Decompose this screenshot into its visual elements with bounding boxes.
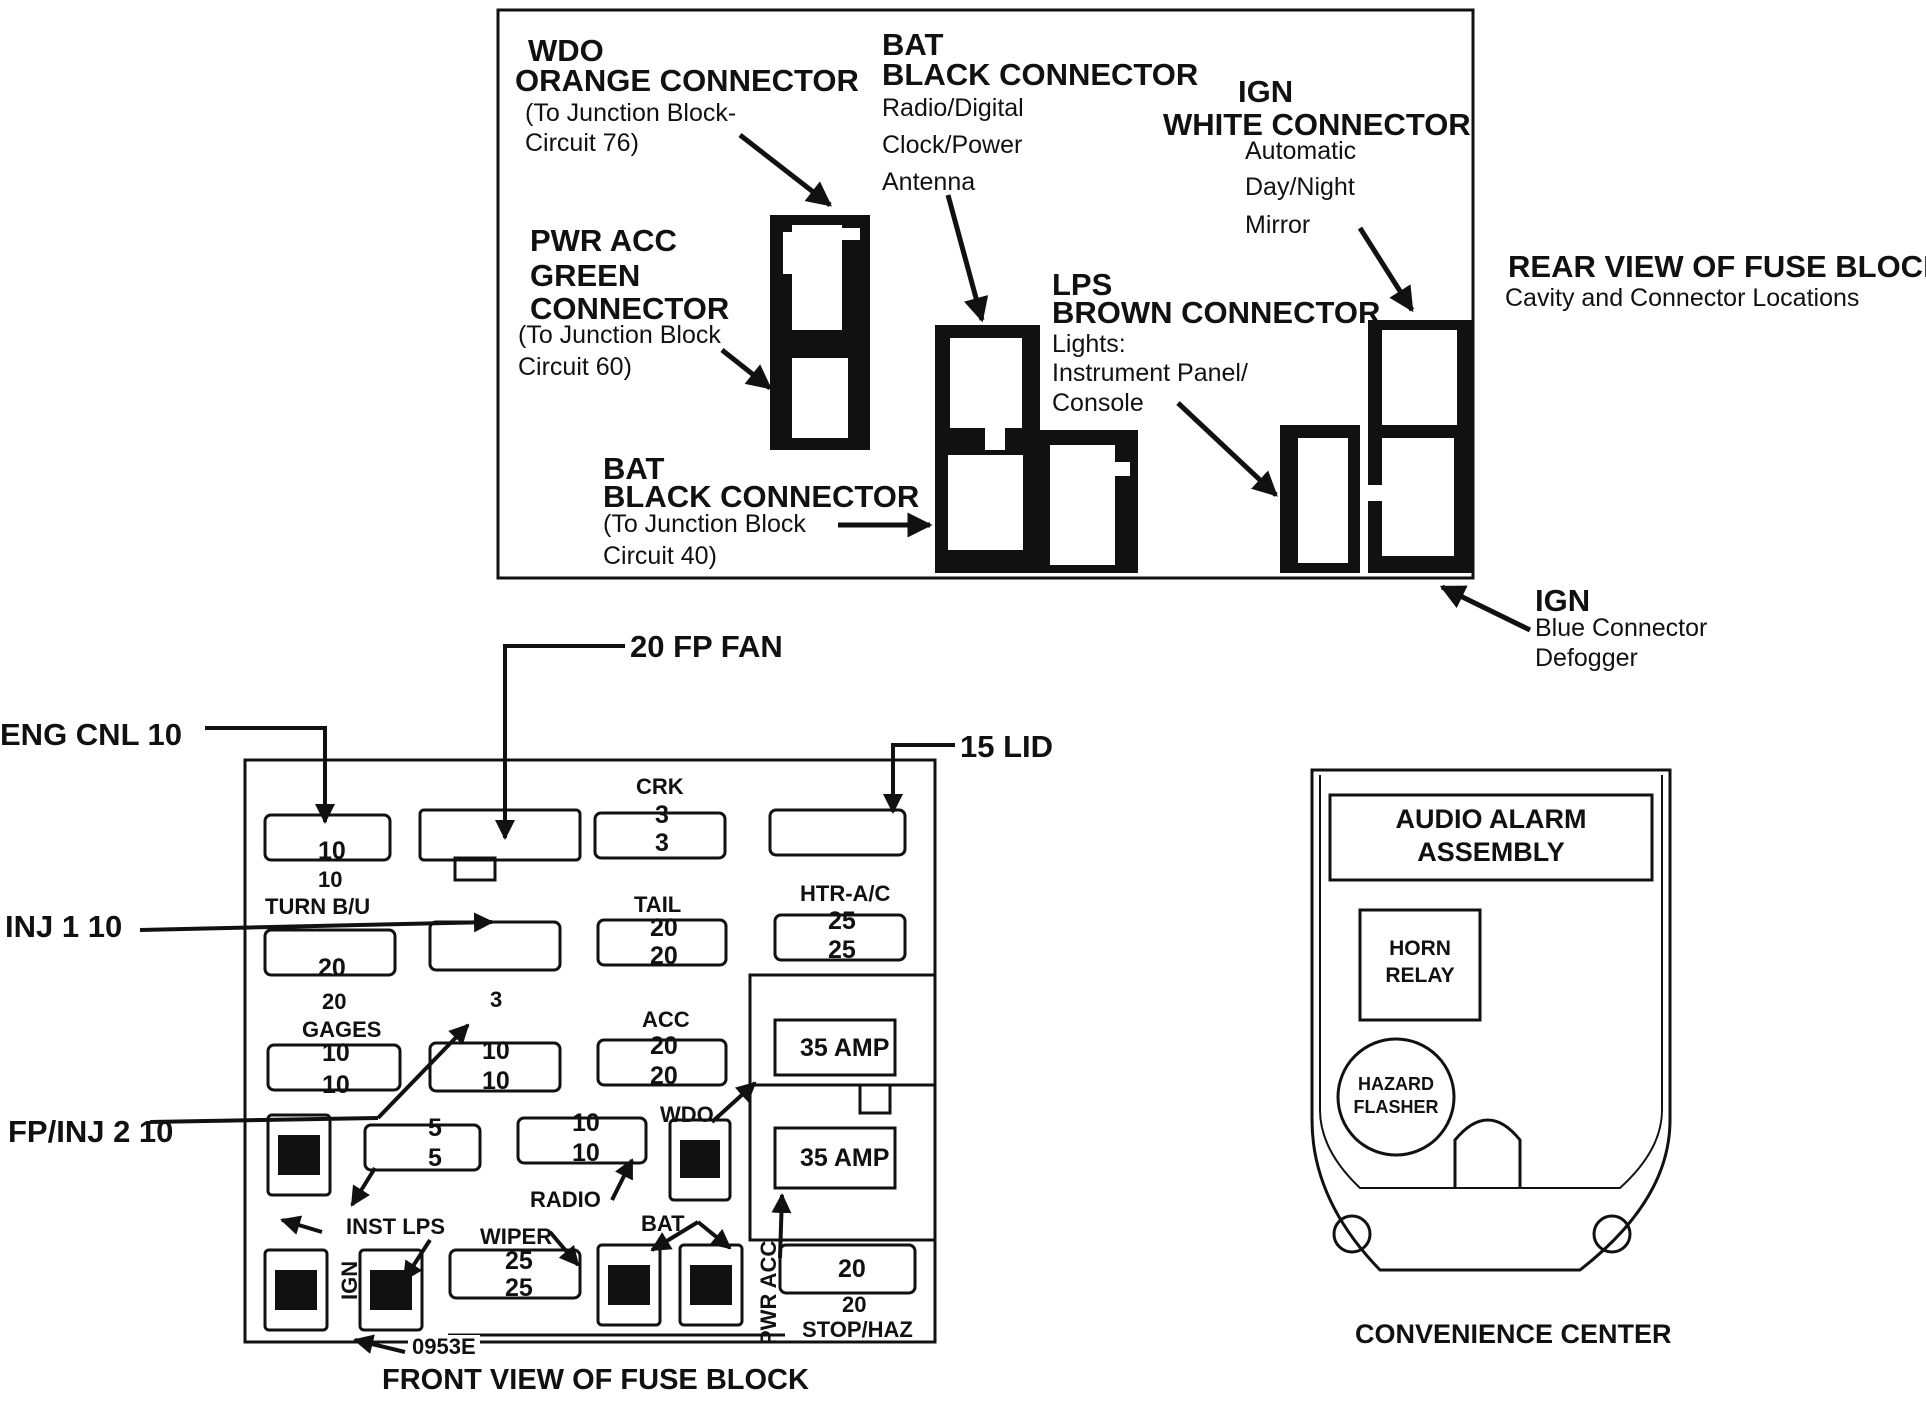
lps-desc-2: Instrument Panel/ xyxy=(1052,359,1248,387)
bat-top-connector-name: BLACK CONNECTOR xyxy=(882,57,1199,92)
fuse-radio-value-a: 10 xyxy=(572,1109,600,1137)
ign-white-desc-1: Automatic xyxy=(1245,137,1357,165)
middle-connector-shape xyxy=(1040,430,1138,573)
fuse-acc-value-b: 20 xyxy=(650,1062,678,1090)
fuse-r3c2-value-a: 10 xyxy=(482,1037,510,1065)
ign-blue-desc-1: Blue Connector xyxy=(1535,614,1708,642)
bat-bottom-code: BAT xyxy=(603,451,665,486)
fuse-gages-label: GAGES xyxy=(302,1017,382,1042)
callout-fp-inj2: FP/INJ 2 10 xyxy=(8,1114,174,1149)
fuse-turn-label: TURN B/U xyxy=(265,894,371,919)
fuse-r4c2-value-a: 5 xyxy=(428,1114,442,1142)
relay-35-amp-2: 35 AMP xyxy=(800,1144,890,1172)
fuse-htr-ac-label: HTR-A/C xyxy=(800,881,891,906)
fuse-turn-value: 10 xyxy=(318,867,343,892)
ign-white-blue-connector-shape xyxy=(1360,320,1473,573)
fuse-htr-value-b: 25 xyxy=(828,936,856,964)
pwr-acc-line-2: GREEN xyxy=(530,258,641,293)
callout-fp-fan: 20 FP FAN xyxy=(630,629,783,664)
fuse-radio-label: RADIO xyxy=(530,1187,601,1212)
bat-bottom-desc-1: (To Junction Block xyxy=(603,510,806,538)
bat-bottom-desc-2: Circuit 40) xyxy=(603,542,717,570)
fuse-wiper-value-a: 25 xyxy=(505,1247,533,1275)
horn-relay-line-2: RELAY xyxy=(1385,964,1455,987)
fuse-inj-value: 3 xyxy=(490,987,503,1012)
fuse-radio-value-b: 10 xyxy=(572,1139,600,1167)
fuse-wdo-label: WDO xyxy=(660,1102,714,1127)
lps-desc-1: Lights: xyxy=(1052,330,1126,358)
fuse-wiper-value-b: 25 xyxy=(505,1274,533,1302)
pwr-acc-desc-2: Circuit 60) xyxy=(518,353,632,381)
bat-top-desc-1: Radio/Digital xyxy=(882,94,1024,122)
lps-desc-3: Console xyxy=(1052,389,1144,417)
wdo-desc-2: Circuit 76) xyxy=(525,129,639,157)
rear-view-subtitle: Cavity and Connector Locations xyxy=(1505,284,1860,312)
audio-alarm-line-2: ASSEMBLY xyxy=(1417,837,1565,867)
fuse-acc-value-a: 20 xyxy=(650,1032,678,1060)
bat-top-desc-2: Clock/Power xyxy=(882,131,1023,159)
wdo-connector-name: ORANGE CONNECTOR xyxy=(515,63,859,98)
fuse-acc-label: ACC xyxy=(642,1007,690,1032)
horn-relay-line-1: HORN xyxy=(1389,937,1451,960)
convenience-center-drawing xyxy=(1310,768,1672,1272)
ign-blue-desc-2: Defogger xyxy=(1535,644,1638,672)
pwr-acc-line-1: PWR ACC xyxy=(530,223,677,258)
fuse-turn-f-value-a: 20 xyxy=(318,954,346,982)
fuse-stop-value-a: 20 xyxy=(838,1255,866,1283)
bat-bottom-connector-name: BLACK CONNECTOR xyxy=(603,479,920,514)
orange-green-connector-shape xyxy=(770,215,870,450)
convenience-center-title: CONVENIENCE CENTER xyxy=(1355,1319,1672,1349)
fuse-gages-value-b: 10 xyxy=(322,1071,350,1099)
callout-lid: 15 LID xyxy=(960,729,1054,764)
callout-inj1: INJ 1 10 xyxy=(5,909,123,944)
fuse-r3c2-value-b: 10 xyxy=(482,1067,510,1095)
fuse-stop-haz-label: STOP/HAZ xyxy=(802,1317,913,1342)
fuse-inst-lps-label: INST LPS xyxy=(346,1214,446,1239)
fuse-bat-label: BAT xyxy=(641,1211,685,1236)
callout-eng-cnl: ENG CNL 10 xyxy=(0,717,183,752)
fuse-htr-value-a: 25 xyxy=(828,907,856,935)
front-view-title: FRONT VIEW OF FUSE BLOCK xyxy=(382,1364,809,1396)
pwr-acc-line-3: CONNECTOR xyxy=(530,291,730,326)
ign-white-connector-name: WHITE CONNECTOR xyxy=(1163,107,1471,142)
lps-connector-name: BROWN CONNECTOR xyxy=(1052,295,1381,330)
fuse-gages-value-a: 10 xyxy=(322,1039,350,1067)
front-view-panel xyxy=(139,644,955,1354)
rear-view-panel xyxy=(496,8,1532,633)
fuse-ign-label: IGN xyxy=(337,1260,362,1300)
hazard-flasher-line-1: HAZARD xyxy=(1358,1074,1434,1094)
fuse-tail-value-b: 20 xyxy=(650,942,678,970)
wdo-code: WDO xyxy=(528,33,604,68)
ign-white-code: IGN xyxy=(1238,74,1294,109)
fuse-tail-label: TAIL xyxy=(634,892,682,917)
fuse-pwr-acc-label: PWR ACC xyxy=(756,1240,781,1345)
fuse-crk-value-a: 3 xyxy=(655,801,669,829)
wdo-desc-1: (To Junction Block- xyxy=(525,99,737,127)
fuse-stop-value-b: 20 xyxy=(842,1292,867,1317)
lps-brown-connector-shape xyxy=(1280,425,1360,573)
fuse-crk-label: CRK xyxy=(636,774,684,799)
ign-white-desc-3: Mirror xyxy=(1245,211,1311,239)
fuse-turn-f-value-b: 20 xyxy=(322,989,347,1014)
fuse-eng-cnl-value: 10 xyxy=(318,837,346,865)
ign-blue-code: IGN xyxy=(1535,583,1591,618)
rear-view-title: REAR VIEW OF FUSE BLOCK xyxy=(1508,249,1926,284)
audio-alarm-line-1: AUDIO ALARM xyxy=(1395,804,1587,834)
bat-top-desc-3: Antenna xyxy=(882,168,976,196)
bat-black-connector-shape xyxy=(935,325,1040,573)
fuse-wiper-label: WIPER xyxy=(480,1224,553,1249)
ign-white-desc-2: Day/Night xyxy=(1245,173,1355,201)
pwr-acc-desc-1: (To Junction Block xyxy=(518,321,721,349)
hazard-flasher-line-2: FLASHER xyxy=(1353,1097,1439,1117)
fuse-r4c2-value-b: 5 xyxy=(428,1144,442,1172)
bat-top-code: BAT xyxy=(882,27,944,62)
fuse-tail-value-a: 20 xyxy=(650,914,678,942)
fuse-block-part-number: 0953E xyxy=(408,1335,480,1359)
fuse-crk-value-b: 3 xyxy=(655,829,669,857)
lps-code: LPS xyxy=(1052,267,1113,302)
relay-35-amp-1: 35 AMP xyxy=(800,1034,890,1062)
